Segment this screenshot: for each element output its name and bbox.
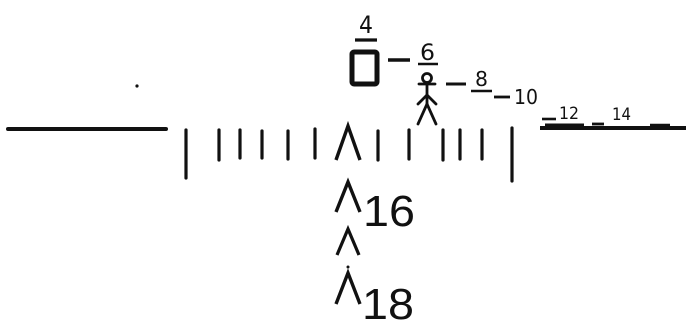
range-label-8: 8 (475, 67, 488, 91)
holdover-chevron-mid (335, 224, 361, 256)
range-label-12: 12 (559, 104, 579, 124)
range-label-10: 10 (514, 85, 538, 109)
holdover-chevron-16 (334, 177, 362, 213)
range-label-18: 18 (362, 280, 414, 327)
speck-mark (135, 84, 139, 88)
range-label-4: 4 (359, 11, 373, 39)
range-label-14: 14 (612, 105, 631, 125)
center-aim-chevron (334, 120, 362, 161)
range-label-6: 6 (420, 41, 435, 66)
holdover-chevron-18 (334, 268, 362, 305)
vehicle-target-icon (349, 49, 380, 87)
range-label-16: 16 (363, 187, 415, 236)
speck-mark (346, 265, 350, 269)
horizontal-tick-marks (184, 126, 514, 183)
standing-person-icon (416, 72, 438, 126)
